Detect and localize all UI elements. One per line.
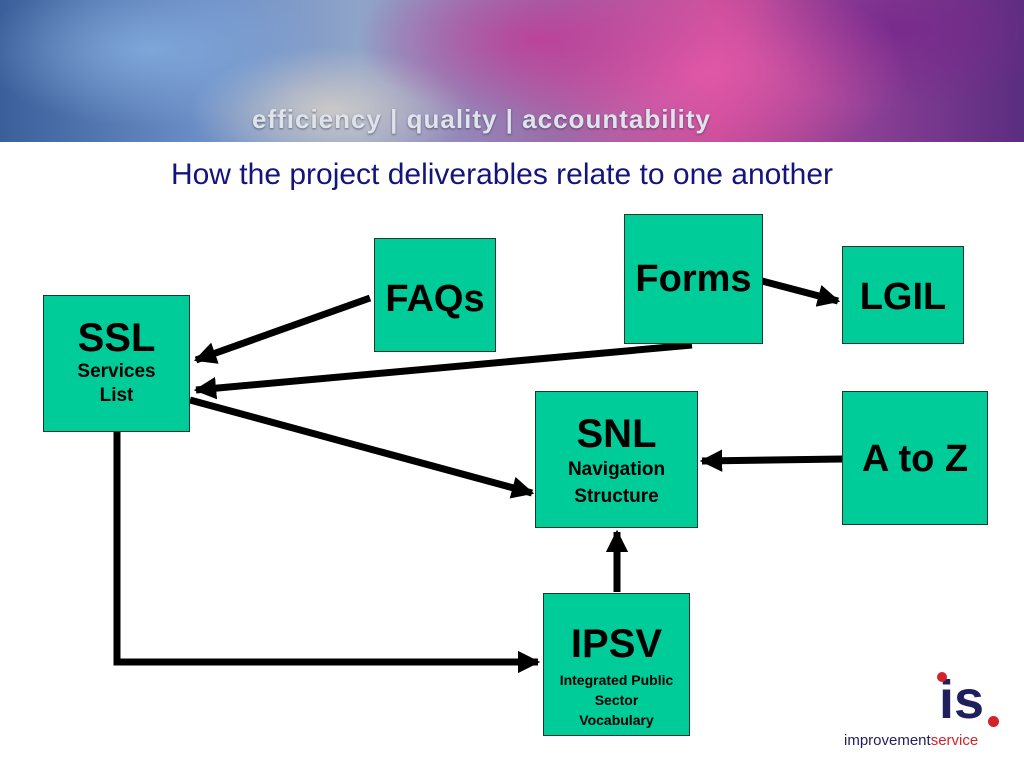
node-faqs: FAQs — [374, 238, 496, 352]
node-ssl: SSL Services List — [43, 295, 190, 432]
edge-faqs-to-ssl — [193, 294, 372, 364]
node-forms: Forms — [624, 214, 763, 344]
node-forms-label: Forms — [635, 258, 752, 300]
node-ssl-label: SSL — [77, 316, 156, 360]
logo-word-improvement: improvement — [844, 732, 931, 749]
node-snl-sublabel: Navigation Structure — [567, 459, 666, 507]
logo-wordmark: improvementservice — [844, 732, 978, 749]
node-lgil: LGIL — [842, 246, 964, 344]
edge-ssl-to-ipsv — [113, 432, 541, 674]
logo-word-service: service — [930, 732, 979, 749]
node-ipsv-sublabel: Integrated Public Sector Vocabulary — [559, 672, 674, 728]
improvement-service-logo: is improvementservice — [840, 670, 1000, 750]
edge-forms-to-lgil — [761, 277, 841, 307]
node-faqs-label: FAQs — [385, 278, 485, 320]
logo-dot-icon — [937, 672, 947, 682]
edge-atoz-to-snl — [699, 449, 843, 472]
node-ssl-sublabel: Services List — [77, 361, 156, 406]
node-ipsv-label: IPSV — [570, 622, 663, 666]
header-banner: efficiency | quality | accountability — [0, 0, 1024, 142]
node-lgil-label: LGIL — [859, 276, 947, 318]
node-ipsv: IPSV Integrated Public Sector Vocabulary — [543, 593, 690, 736]
node-atoz: A to Z — [842, 391, 988, 525]
node-snl: SNL Navigation Structure — [535, 391, 698, 528]
slide-title: How the project deliverables relate to o… — [170, 158, 834, 191]
logo-period-icon — [988, 716, 999, 727]
banner-tagline: efficiency | quality | accountability — [252, 104, 711, 134]
edge-forms-to-ssl — [193, 341, 693, 400]
logo-mark: is — [938, 670, 984, 730]
node-atoz-label: A to Z — [861, 438, 969, 480]
node-snl-label: SNL — [576, 412, 657, 456]
edge-ssl-to-snl — [189, 396, 535, 499]
